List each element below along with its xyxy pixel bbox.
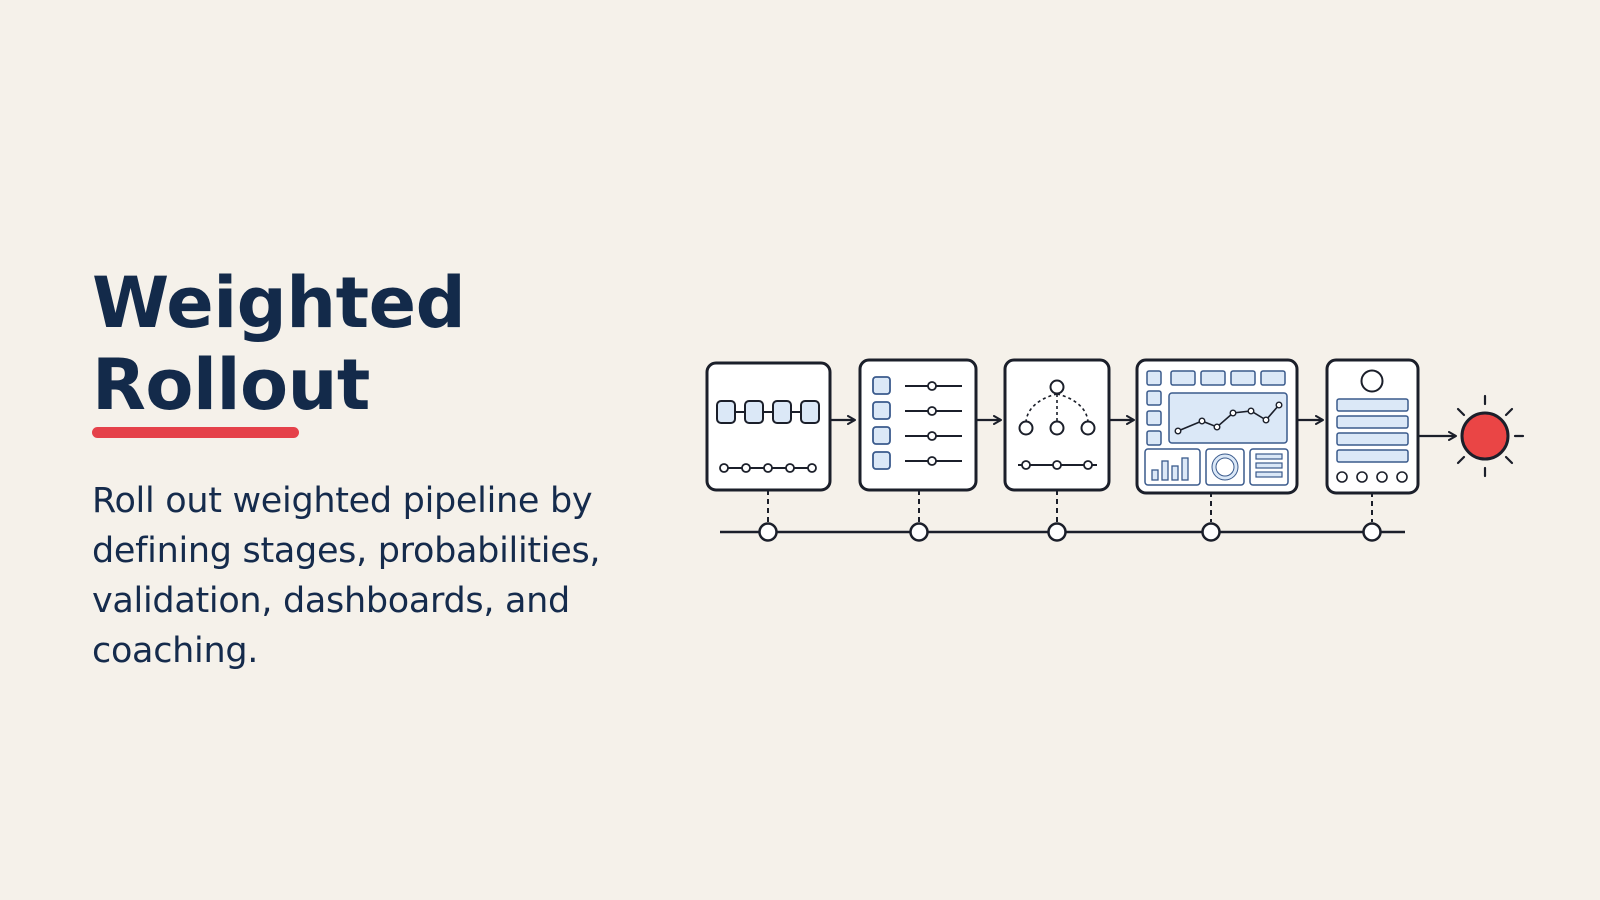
stage-pipeline-icon (705, 361, 832, 492)
title-line-2: Rollout (92, 344, 370, 426)
title-underline (92, 427, 299, 438)
timeline-connectors (767, 490, 1373, 522)
stage-arrows (830, 415, 1457, 441)
title-line-1: Weighted (92, 262, 466, 344)
timeline-node-5 (1362, 522, 1382, 542)
coaching-profile-icon (1325, 358, 1420, 495)
slide-description: Roll out weighted pipeline by defining s… (92, 481, 601, 671)
slide-title: Weighted Rollout (92, 262, 612, 426)
timeline-node-3 (1047, 522, 1067, 542)
timeline-node-1 (758, 522, 778, 542)
validation-tree-icon (1003, 358, 1111, 492)
probability-sliders-icon (858, 358, 978, 492)
sun-goal-icon (1456, 394, 1525, 478)
dashboard-icon (1135, 358, 1299, 495)
timeline-node-2 (909, 522, 929, 542)
timeline-node-4 (1201, 522, 1221, 542)
timeline-nodes (758, 522, 1382, 542)
